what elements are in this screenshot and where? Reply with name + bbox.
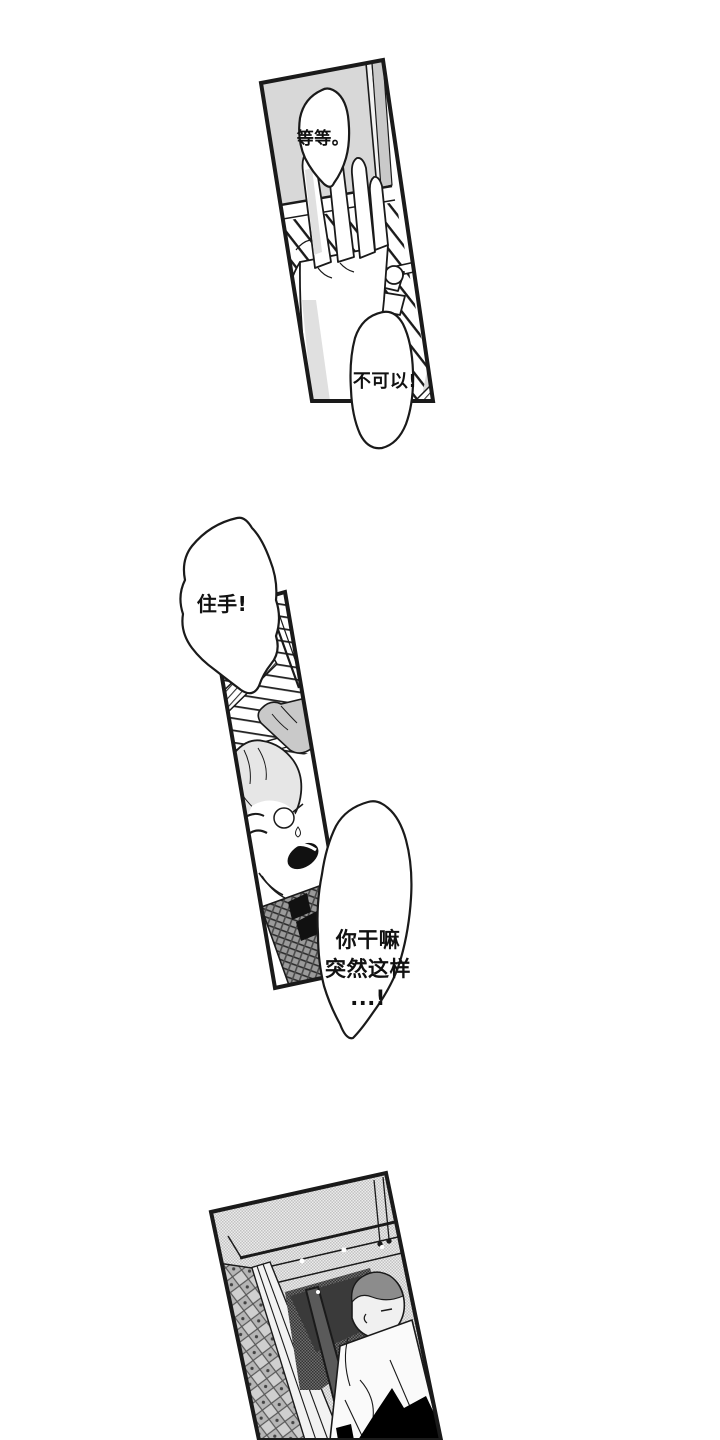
- glasses-lens: [273, 807, 295, 829]
- bubble-text-wait: 等等。: [296, 129, 350, 149]
- closed-eye: [249, 829, 268, 834]
- speech-bubble-2-shape: [349, 310, 415, 450]
- black-ribbon: [288, 893, 323, 941]
- bubble-text-why-line-1: 你干嘛: [335, 928, 401, 952]
- character-face: [245, 800, 317, 897]
- bubble-text-no: 不可以!: [352, 371, 418, 392]
- panel-1-border: [258, 57, 436, 403]
- panel-3-border: [208, 1170, 444, 1440]
- bubble-text-why: 你干嘛 突然这样 ...!: [313, 926, 423, 1013]
- bubble-text-why-line-3: ...!: [350, 986, 386, 1010]
- highlight-dots: [299, 1245, 384, 1294]
- panel-3: [208, 1170, 444, 1440]
- reaching-hand: [257, 697, 313, 754]
- sfx-black-shapes: [336, 1388, 441, 1440]
- bubble-text-stop: 住手!: [196, 592, 248, 616]
- bubble-text-why-line-2: 突然这样: [325, 957, 411, 981]
- hand-shading: [302, 168, 330, 401]
- figure-hair: [351, 1271, 404, 1304]
- sweat-drop: [295, 826, 301, 838]
- open-mouth: [287, 842, 319, 870]
- speech-bubble-1-shape: [298, 87, 351, 188]
- speech-bubble-3-shape: [179, 516, 281, 695]
- speech-bubble-4-shape: [316, 800, 413, 1040]
